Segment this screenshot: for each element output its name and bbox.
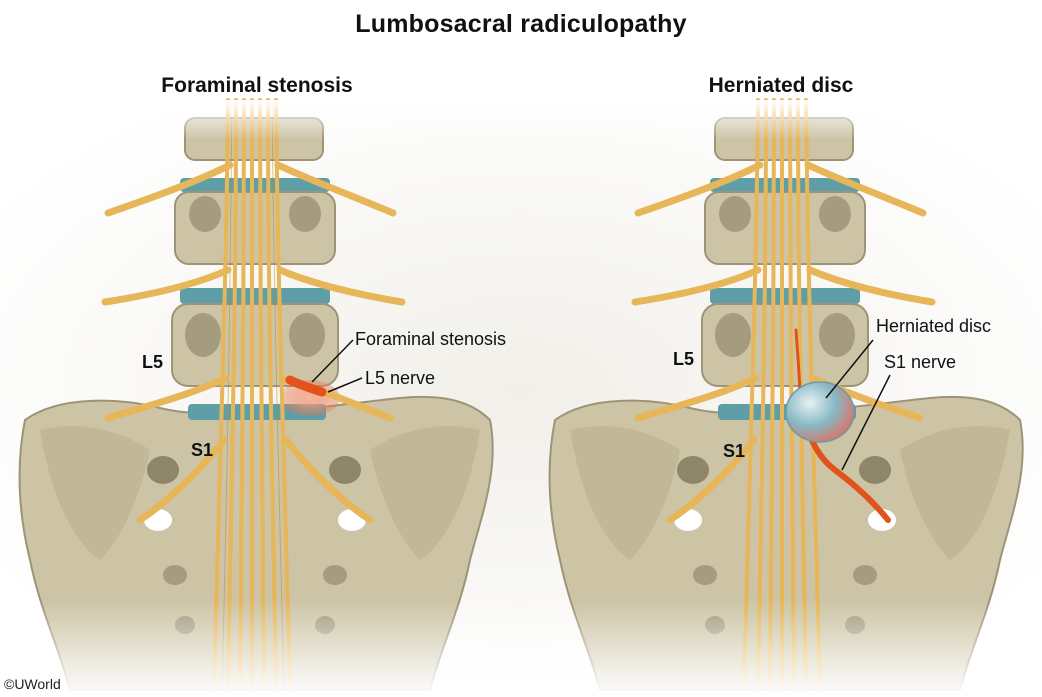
level-label-l5-left: L5 [142, 352, 164, 372]
level-label-s1-right: S1 [723, 441, 746, 461]
panel-title-foraminal-stenosis: Foraminal stenosis [161, 74, 353, 97]
figure-title: Lumbosacral radiculopathy [355, 10, 687, 38]
copyright-credit: ©UWorld [4, 676, 61, 692]
panel-title-herniated-disc: Herniated disc [708, 74, 854, 97]
level-label-l5-right: L5 [673, 349, 695, 369]
level-label-s1-left: S1 [191, 440, 214, 460]
callout-s1-nerve: S1 nerve [884, 352, 957, 372]
callout-foraminal-stenosis: Foraminal stenosis [355, 329, 507, 349]
callout-l5-nerve: L5 nerve [365, 368, 436, 388]
callout-herniated-disc: Herniated disc [876, 316, 992, 336]
